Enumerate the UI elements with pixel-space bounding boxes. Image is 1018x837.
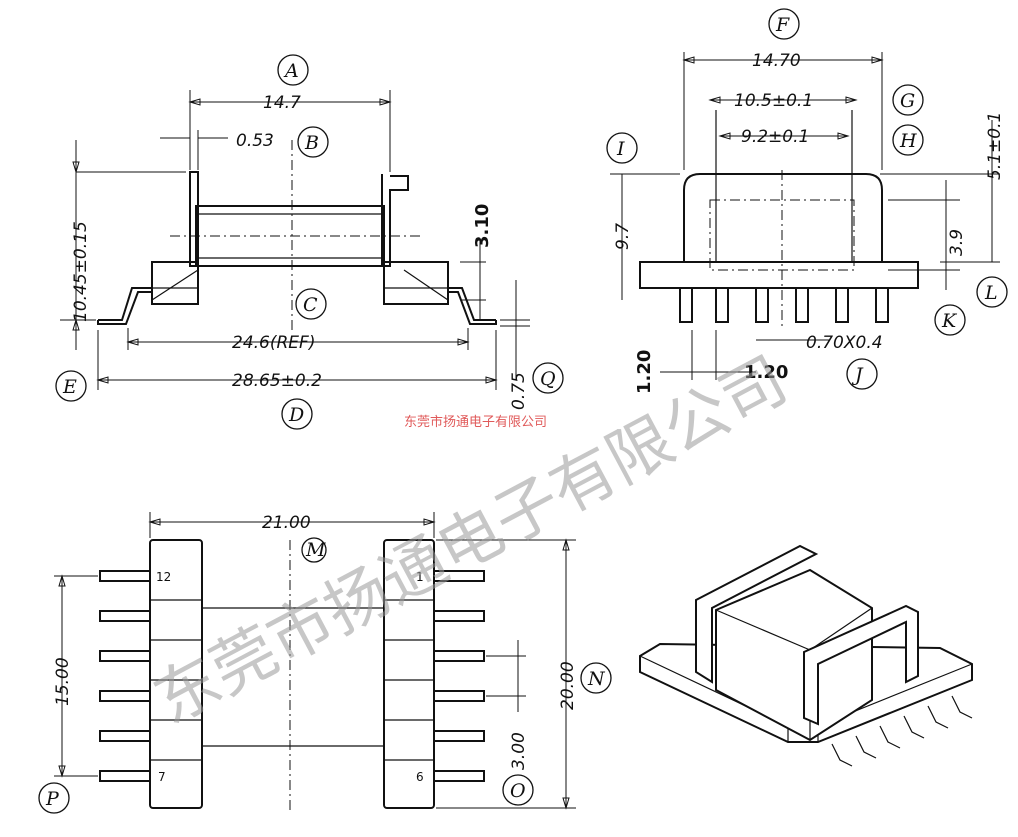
dim-i-text: 9.7: [613, 223, 633, 250]
label-k: K: [934, 304, 966, 336]
bottom-view: [54, 512, 576, 810]
svg-text:O: O: [510, 780, 526, 802]
dim-m-text: 21.00: [262, 513, 311, 533]
label-h: H: [892, 124, 924, 156]
dim-p-text: 15.00: [53, 657, 73, 706]
label-l: L: [976, 276, 1008, 308]
dim-n-text: 20.00: [558, 661, 578, 710]
svg-text:E: E: [62, 376, 77, 398]
svg-text:K: K: [941, 310, 958, 332]
label-a: A: [277, 54, 309, 86]
svg-text:M: M: [305, 539, 326, 561]
label-f: F: [768, 8, 800, 40]
svg-text:B: B: [304, 132, 319, 154]
svg-text:G: G: [900, 90, 915, 112]
right-pins: [433, 570, 485, 782]
svg-text:D: D: [288, 404, 304, 426]
label-o: O: [502, 774, 534, 806]
dim-q-text: 0.75: [509, 372, 529, 410]
dim-310-text: 3.10: [472, 204, 493, 248]
dim-pitch-h-text: 1.20: [744, 362, 788, 383]
front-view: [60, 90, 530, 390]
label-g: G: [892, 84, 924, 116]
label-e: E: [55, 370, 87, 402]
label-d: D: [281, 398, 313, 430]
dim-a-text: 14.7: [263, 93, 301, 113]
side-view: [610, 52, 1000, 380]
label-q: Q: [532, 362, 564, 394]
svg-text:H: H: [899, 130, 917, 152]
svg-text:A: A: [283, 60, 299, 82]
pin-7-label: 7: [158, 770, 166, 784]
side-pins: [679, 287, 889, 323]
label-p: P: [38, 782, 70, 814]
label-j: J: [846, 358, 878, 390]
label-b: B: [297, 126, 329, 158]
pin-12-label: 12: [156, 570, 171, 584]
svg-text:P: P: [45, 788, 60, 810]
dim-pitch-v-text: 1.20: [634, 350, 655, 394]
label-c: C: [295, 288, 327, 320]
left-pins: [99, 570, 151, 782]
dim-pin-text: 0.70X0.4: [806, 333, 883, 353]
dim-f-text: 14.70: [752, 51, 801, 71]
dim-h-text: 9.2±0.1: [741, 127, 809, 147]
iso-pins: [831, 695, 973, 767]
dim-overall-text: 28.65±0.2: [232, 371, 322, 391]
dim-b-text: 0.53: [236, 131, 274, 151]
svg-text:C: C: [303, 294, 318, 316]
label-n: N: [580, 662, 612, 694]
svg-text:Q: Q: [540, 368, 556, 390]
dim-k-text: 3.9: [947, 229, 967, 256]
label-m: M: [301, 537, 327, 563]
dim-g-text: 10.5±0.1: [734, 91, 813, 111]
watermark-small: 东莞市扬通电子有限公司: [404, 414, 547, 430]
label-i: I: [606, 132, 638, 164]
isometric-view: [639, 544, 973, 767]
svg-text:J: J: [851, 364, 864, 386]
svg-text:F: F: [775, 14, 790, 36]
pin-1-label: 1: [416, 570, 424, 584]
dim-l-text: 5.1±0.1: [985, 112, 1005, 180]
dim-o-text: 3.00: [509, 732, 529, 770]
right-pads: [383, 539, 435, 809]
left-pads: [149, 539, 203, 809]
dim-height-text: 10.45±0.15: [71, 221, 91, 322]
svg-text:I: I: [616, 138, 625, 160]
svg-text:L: L: [984, 282, 998, 304]
svg-text:N: N: [587, 668, 606, 690]
dim-ref-text: 24.6(REF): [232, 333, 315, 353]
pin-6-label: 6: [416, 770, 424, 784]
